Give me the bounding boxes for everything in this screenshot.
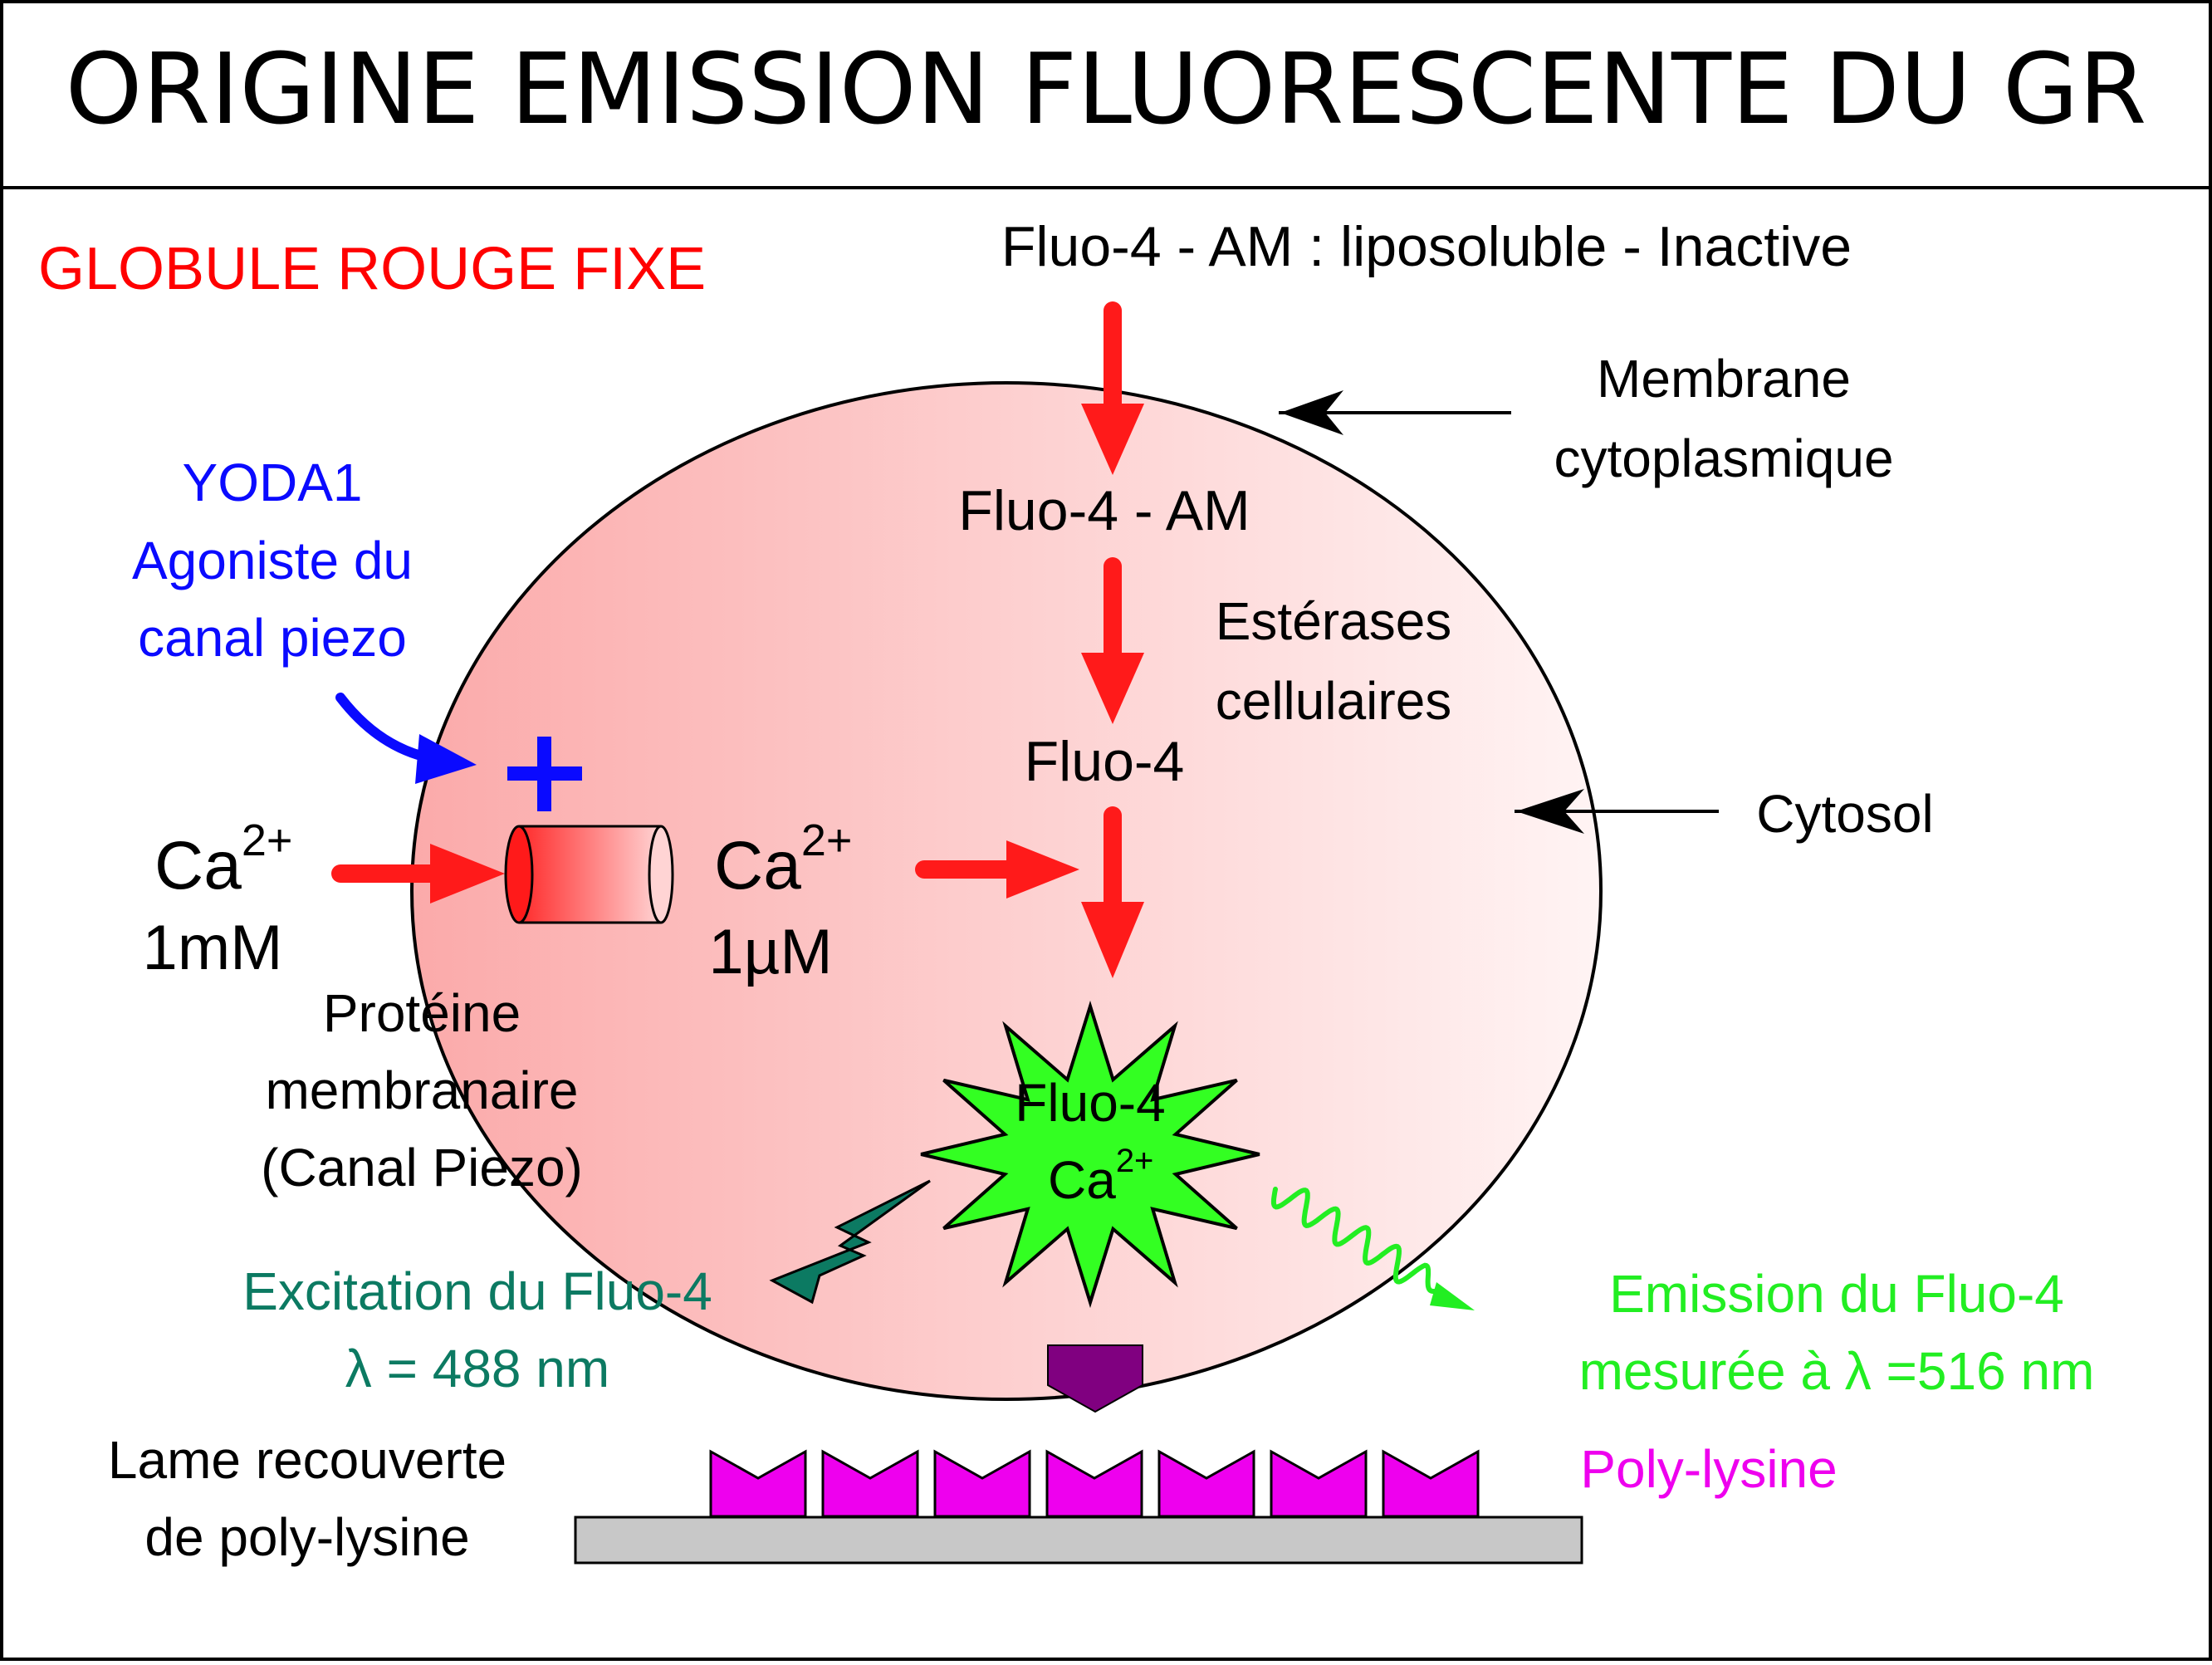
arrow-ca-inside-head [1006, 840, 1079, 899]
polylysine-block [709, 1449, 807, 1518]
polylysine-block [821, 1449, 919, 1518]
excitation-label-line1: Excitation du Fluo-4 [242, 1261, 712, 1321]
arrow-entry-head [1081, 404, 1144, 475]
plus-sign-vertical [537, 737, 551, 811]
fluo4-am-inside-label: Fluo-4 - AM [958, 479, 1250, 542]
membrane-pointer-arrowhead [1280, 390, 1343, 435]
yoda-label-line1: YODA1 [183, 453, 363, 512]
complex-ca-ion: Ca [1048, 1150, 1116, 1210]
slide-label-line1: Lame recouverte [108, 1430, 507, 1490]
fluo4-ca-complex-starburst [920, 1000, 1260, 1309]
ca-outside-charge: 2+ [242, 815, 293, 865]
esterases-label-line2: cellulaires [1216, 671, 1452, 731]
ca-outside-ion: Ca [154, 828, 242, 904]
cell-linker [1047, 1344, 1143, 1413]
diagram-subtitle: GLOBULE ROUGE FIXE [38, 236, 706, 302]
ca-outside-concentration: 1mM [143, 913, 283, 983]
protein-label-line2: membranaire [265, 1060, 578, 1120]
emission-wave-icon [1270, 1187, 1446, 1295]
esterases-label-line1: Estérases [1216, 591, 1452, 651]
glass-slide [574, 1516, 1583, 1565]
polylysine-block [1270, 1449, 1368, 1518]
ca-inside-ion: Ca [714, 828, 801, 904]
excitation-label-line2: λ = 488 nm [345, 1339, 609, 1398]
ca-outside-label: Ca2+ [154, 815, 292, 904]
arrow-ca-outside-head [430, 844, 505, 904]
arrow-binding-head [1081, 902, 1144, 978]
emission-wave-arrowhead [1430, 1282, 1475, 1310]
polylysine-block [1157, 1449, 1255, 1518]
yoda-label-line2: Agoniste du [132, 531, 413, 590]
emission-label-line2: mesurée à λ =516 nm [1579, 1341, 2095, 1401]
complex-ca-label: Ca2+ [1048, 1143, 1153, 1210]
fluo4-am-outside-label: Fluo-4 - AM : liposoluble - Inactive [1001, 215, 1852, 278]
excitation-lightning-icon [769, 1179, 931, 1305]
membrane-label-line2: cytoplasmique [1554, 428, 1893, 488]
polylysine-block [1382, 1449, 1480, 1518]
protein-label-line3: (Canal Piezo) [261, 1138, 583, 1197]
page-title: ORIGINE EMISSION FLUORESCENTE DU GR [66, 32, 2147, 146]
complex-ca-charge: 2+ [1116, 1143, 1154, 1179]
ca-inside-label: Ca2+ [714, 815, 852, 904]
slide-label-line2: de poly-lysine [144, 1507, 469, 1567]
membrane-label-line1: Membrane [1597, 349, 1851, 409]
complex-label-line1: Fluo-4 [1015, 1073, 1165, 1133]
piezo-channel-body [519, 826, 661, 923]
ca-inside-charge: 2+ [801, 815, 853, 865]
piezo-channel-opening [504, 825, 534, 924]
cytosol-pointer-arrowhead [1516, 789, 1584, 834]
arrow-esterase-head [1081, 653, 1144, 724]
polylysine-block [933, 1449, 1031, 1518]
yoda-arrowhead [415, 734, 477, 784]
piezo-channel-back [648, 825, 674, 924]
yoda-label-line3: canal piezo [138, 608, 407, 668]
emission-label-line1: Emission du Fluo-4 [1609, 1264, 2064, 1324]
protein-label-line1: Protéine [323, 983, 521, 1043]
polylysine-label: Poly-lysine [1580, 1439, 1837, 1499]
cytosol-label: Cytosol [1756, 784, 1933, 844]
polylysine-block [1045, 1449, 1143, 1518]
ca-inside-concentration: 1µM [708, 917, 832, 987]
polylysine-layer [709, 1449, 1480, 1518]
fluo4-label: Fluo-4 [1025, 730, 1185, 793]
